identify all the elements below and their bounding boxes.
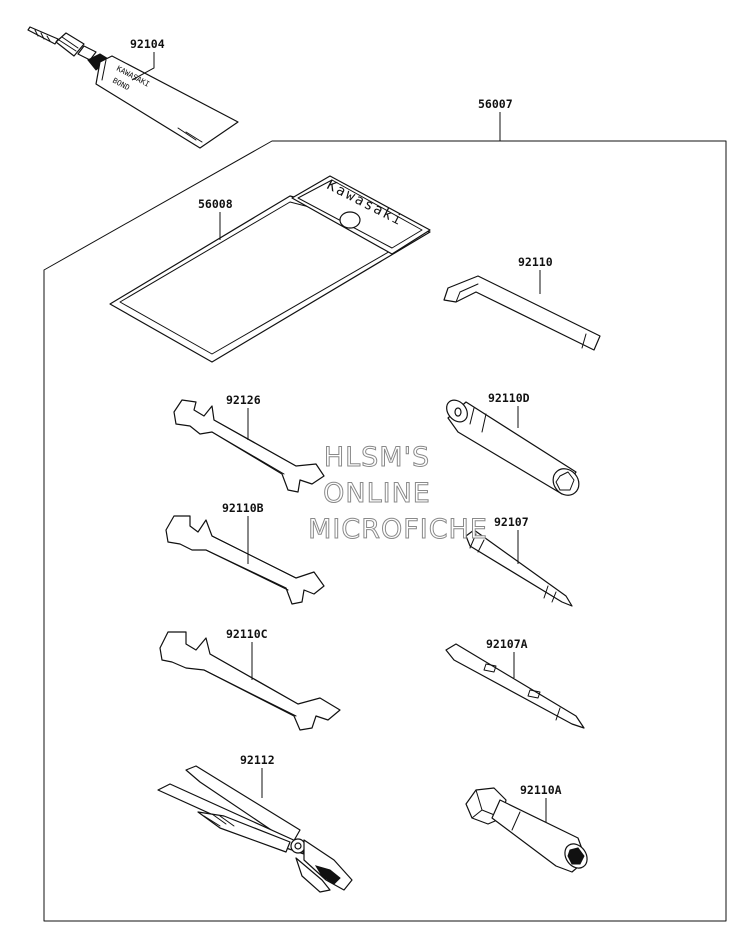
label-56008: 56008 xyxy=(198,197,233,211)
spark-plug-socket-drawing xyxy=(465,787,588,873)
screwdriver-bit-92107A-drawing xyxy=(445,643,585,729)
watermark-line-1: HLSM'S xyxy=(324,442,430,473)
label-92112: 92112 xyxy=(240,753,275,767)
pliers-drawing xyxy=(157,765,353,893)
wrench-92110C-drawing xyxy=(159,631,341,731)
tool-pouch-drawing: Kawasaki xyxy=(109,175,431,363)
screwdriver-bit-92107-drawing xyxy=(465,529,573,607)
label-92107: 92107 xyxy=(494,515,529,529)
wrench-92110B-drawing xyxy=(165,515,325,605)
hex-wrench-drawing xyxy=(443,275,601,351)
label-92107A: 92107A xyxy=(486,637,528,651)
leader-lines xyxy=(131,52,547,822)
label-92110B: 92110B xyxy=(222,501,264,515)
label-92110: 92110 xyxy=(518,255,553,269)
part-labels: 92104 56007 56008 92110 92126 92110D 921… xyxy=(130,37,562,797)
label-92110C: 92110C xyxy=(226,627,268,641)
toolkit-frame xyxy=(43,140,727,922)
label-92110D: 92110D xyxy=(488,391,530,405)
label-92126: 92126 xyxy=(226,393,261,407)
label-56007: 56007 xyxy=(478,97,513,111)
socket-wrench-drawing xyxy=(446,399,580,496)
label-92110A: 92110A xyxy=(520,783,562,797)
watermark-line-3: MICROFICHE xyxy=(308,514,488,545)
label-92104: 92104 xyxy=(130,37,165,51)
bond-tube-drawing: KAWASAKI BOND xyxy=(27,26,239,149)
watermark-line-2: ONLINE xyxy=(323,478,431,509)
watermark: HLSM'S ONLINE MICROFICHE xyxy=(308,442,488,546)
wrench-92126-drawing xyxy=(173,399,325,493)
